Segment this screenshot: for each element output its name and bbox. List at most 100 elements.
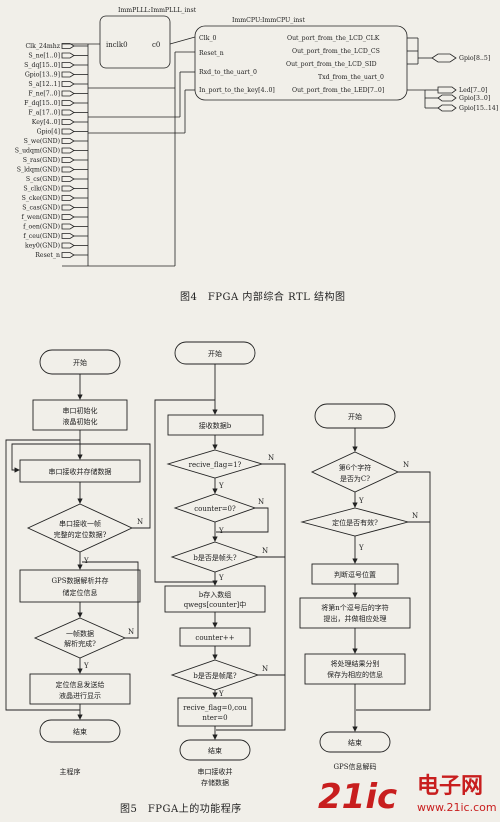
- left-pin-label: Gpio[4]: [37, 129, 60, 136]
- cpu-out-4: Out_port_from_the_LED[7..0]: [292, 87, 384, 94]
- left-pin-label: S_clk(GND): [23, 186, 60, 193]
- main-send-1: 定位信息发送给: [56, 680, 105, 689]
- uart-tail-yes: Y: [218, 690, 224, 698]
- uart-counter: counter=0?: [194, 505, 236, 513]
- gps-extract-1: 将第n个逗号后的字符: [321, 603, 389, 612]
- left-pin-shape: [61, 233, 75, 239]
- left-pin-label: F_a[17..0]: [28, 110, 60, 117]
- left-pin-shape: [61, 214, 75, 220]
- cpu-in-0: Clk_0: [199, 35, 217, 42]
- uart-recv-box: [167, 414, 264, 436]
- main-check-yes: Y: [83, 557, 89, 565]
- gps-extract-box: [299, 597, 411, 629]
- main-caption: 主程序: [60, 767, 81, 776]
- left-pin-shape: [61, 128, 75, 135]
- main-receive: 串口接收并存储数据: [49, 467, 112, 476]
- left-pin-label: Reset_n: [35, 252, 60, 259]
- gps-extract-2: 提出，并做相应处理: [324, 614, 387, 623]
- left-pin-label: S_ne[1..0]: [28, 53, 60, 60]
- left-pin-label: S_dq[15..0]: [24, 62, 60, 69]
- gps-start: 开始: [348, 412, 362, 421]
- uart-counter-yes: Y: [218, 527, 224, 535]
- main-parse-box: [19, 569, 141, 603]
- left-pin-shape: [61, 100, 75, 106]
- flow-uart: [154, 341, 286, 761]
- flow-gps: [299, 403, 431, 753]
- main-done-decision: [33, 617, 127, 659]
- left-pin-label: S_cas(GND): [22, 205, 60, 212]
- gps-caption: GPS信息解码: [333, 762, 376, 771]
- left-pin-label: key0(GND): [25, 243, 60, 250]
- pll-instance-name: ImmPLLL:ImmPLLL_inst: [118, 7, 197, 14]
- logo-number: 21ic: [318, 777, 397, 817]
- cpu-input-ports: Clk_0 Reset_n Rxd_to_the_uart_0 In_port_…: [199, 35, 275, 94]
- gps-end: 结束: [348, 738, 362, 747]
- gps-valid-yes: Y: [358, 544, 364, 552]
- pin-led: Led[7..0]: [459, 87, 487, 94]
- uart-flag: recive_flag=1?: [189, 461, 242, 469]
- pin-gpio-3-0: Gpio[3..0]: [459, 95, 490, 102]
- logo-url: www.21ic.com: [417, 801, 497, 814]
- logo-cn: 电子网: [417, 774, 483, 799]
- left-pin-shape: [61, 166, 75, 173]
- main-end-terminal: [39, 719, 121, 743]
- left-pin-shape: [61, 176, 75, 182]
- uart-store-2: qwegs[counter]中: [184, 600, 247, 609]
- uart-caption-1: 串口接收并: [198, 767, 233, 776]
- left-pin-shape: [61, 223, 75, 230]
- main-done-yes: Y: [83, 662, 89, 670]
- left-pin-label: F_dq[15..0]: [24, 100, 60, 107]
- left-pin-shape: [61, 195, 75, 201]
- left-pin-shape: [61, 242, 75, 249]
- left-pin-label: S_cke(GND): [22, 195, 60, 202]
- left-pin-shape: [61, 147, 75, 154]
- left-pin-shape: [61, 90, 75, 97]
- main-parse-2: 储定位信息: [63, 588, 98, 597]
- flow-main: [5, 349, 151, 743]
- left-pin-shape: [61, 185, 75, 192]
- left-pin-label: Key[4..0]: [32, 119, 60, 126]
- uart-tail-no: N: [262, 665, 268, 673]
- cpu-out-3: Txd_from_the_uart_0: [318, 74, 384, 81]
- left-pin-label: f_wen(GND): [22, 214, 60, 221]
- gps-save-2: 保存为相应的信息: [327, 670, 383, 679]
- main-check-decision: [26, 503, 134, 553]
- left-pin-label: S_a[12..1]: [28, 81, 60, 88]
- cpu-out-2: Out_port_from_the_LCD_SID: [286, 61, 377, 68]
- uart-end-terminal: [179, 739, 251, 761]
- cpu-instance-name: ImmCPU:ImmCPU_inst: [232, 17, 305, 24]
- main-start: 开始: [73, 358, 87, 367]
- left-pin-shape: [61, 119, 75, 125]
- left-pin-shape: [61, 62, 75, 68]
- left-pin-shape: [61, 52, 75, 59]
- main-parse-1: GPS数据解析并存: [51, 576, 108, 585]
- uart-counter-no: N: [258, 498, 264, 506]
- gps-save-box: [304, 653, 406, 685]
- main-send-2: 液晶进行显示: [59, 691, 101, 700]
- uart-head: b是否是帧头?: [193, 553, 236, 562]
- left-pin-shape: [61, 43, 75, 49]
- cpu-out-0: Out_port_from_the_LCD_CLK: [287, 35, 380, 42]
- left-pin-label: Clk_24mhz: [25, 43, 60, 50]
- gps-q6-2: 是否为C?: [340, 474, 370, 483]
- left-pin-label: Gpio[13..9]: [25, 72, 60, 79]
- uart-store-1: b存入数组: [199, 590, 231, 599]
- main-done-no: N: [128, 628, 134, 636]
- main-check-no: N: [137, 518, 143, 526]
- main-init-2: 液晶初始化: [63, 417, 98, 426]
- cpu-output-ports: Out_port_from_the_LCD_CLK Out_port_from_…: [286, 35, 384, 94]
- uart-flag-no: N: [268, 454, 274, 462]
- uart-start: 开始: [208, 349, 222, 358]
- main-check-1: 串口接收一帧: [59, 519, 101, 528]
- gps-q6-1: 第6个字符: [339, 463, 371, 472]
- rtl-diagram: ImmPLLL:ImmPLLL_inst inclk0 c0 ImmCPU:Im…: [15, 7, 498, 267]
- left-pin-shape: [61, 252, 75, 258]
- uart-caption-2: 存储数据: [201, 778, 229, 787]
- site-logo: 21ic 电子网 www.21ic.com: [318, 774, 497, 817]
- main-done-1: 一帧数据: [66, 629, 94, 638]
- uart-inc: counter++: [195, 634, 234, 642]
- left-pin-label: S_udqm(GND): [15, 148, 60, 155]
- pll-c0: c0: [152, 41, 160, 49]
- left-pin-shape: [61, 138, 75, 144]
